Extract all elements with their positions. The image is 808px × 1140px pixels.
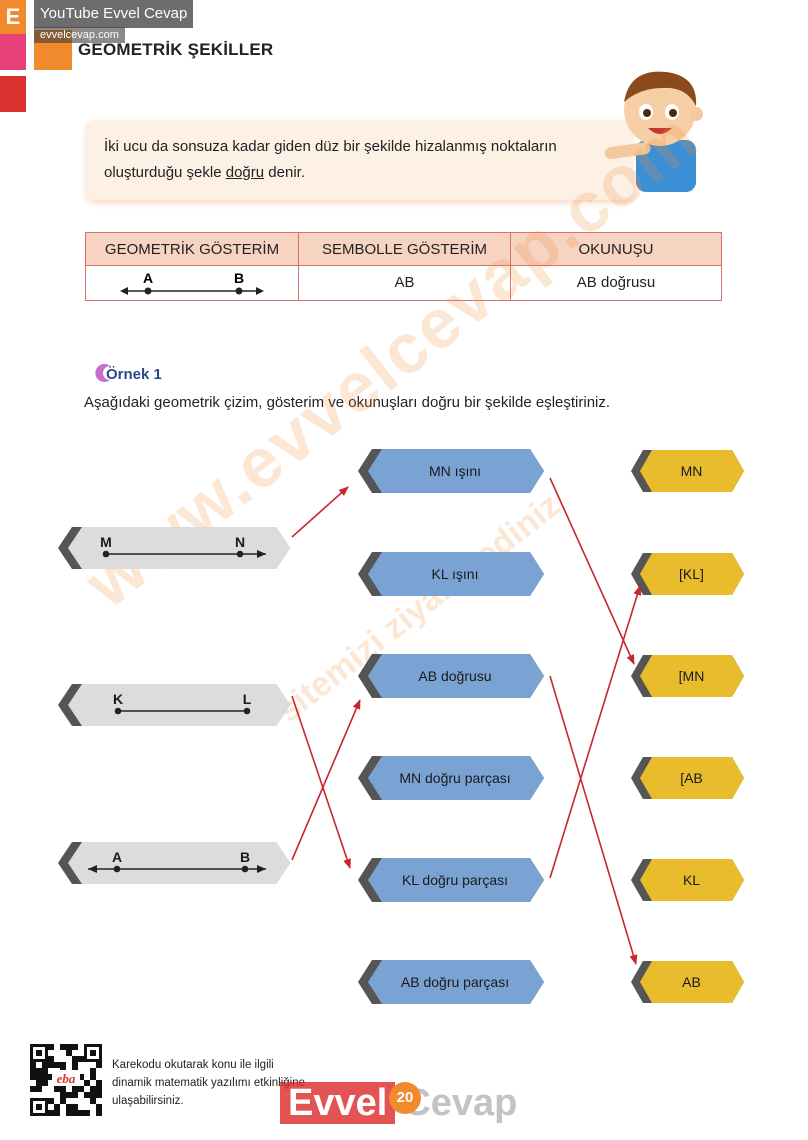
right-tag[interactable]: [KL] — [631, 553, 744, 595]
point-label: A — [112, 849, 122, 865]
point-label: N — [235, 534, 245, 550]
point-label-b: B — [234, 270, 244, 286]
middle-tag[interactable]: KL ışını — [358, 552, 544, 596]
qr-caption: Karekodu okutarak konu ile ilgili dinami… — [112, 1056, 342, 1110]
point-dot — [114, 707, 122, 715]
definition-line-1: İki ucu da sonsuza kadar giden düz bir ş… — [104, 138, 557, 155]
example-icon — [95, 364, 110, 382]
point-dot — [236, 550, 244, 558]
middle-tag[interactable]: AB doğru parçası — [358, 960, 544, 1004]
right-tag-label: AB — [682, 974, 701, 990]
middle-tag-label: AB doğru parçası — [401, 974, 509, 990]
point-dot — [113, 865, 121, 873]
kid-mascot-illustration — [604, 71, 703, 192]
qr-caption-line-3: ulaşabilirsiniz. — [112, 1095, 184, 1107]
right-tag[interactable]: MN — [631, 450, 744, 492]
match-arrow — [549, 585, 642, 879]
right-tag-label: [KL] — [679, 566, 704, 582]
match-arrow — [549, 477, 635, 665]
example-instruction: Aşağıdaki geometrik çizim, gösterim ve o… — [84, 394, 611, 411]
middle-tag-label: MN doğru parçası — [399, 770, 510, 786]
table-cell-reading: AB doğrusu — [576, 274, 656, 291]
symbol-table: GEOMETRİK GÖSTERİM SEMBOLLE GÖSTERİM OKU… — [85, 232, 722, 301]
table-header-symbol: SEMBOLLE GÖSTERİM — [299, 233, 511, 266]
qr-caption-line-2: dinamik matematik yazılımı etkinliğine — [112, 1077, 306, 1089]
line-ab-figure: A B — [120, 270, 264, 295]
point-label: M — [100, 534, 112, 550]
table-cell-figure: A B — [86, 266, 299, 300]
definition-line-2: oluşturduğu şekle doğru denir. — [104, 164, 305, 181]
point-dot — [102, 550, 110, 558]
example-label: Örnek 1 — [106, 366, 162, 383]
right-tag[interactable]: AB — [631, 961, 744, 1003]
match-arrow — [549, 675, 638, 965]
section-tab-letter: E — [0, 0, 26, 34]
middle-tag[interactable]: AB doğrusu — [358, 654, 544, 698]
pink-tab — [0, 34, 26, 70]
middle-tag[interactable]: MN doğru parçası — [358, 756, 544, 800]
arrow-tip-icon — [257, 550, 266, 558]
definition-term: doğru — [225, 164, 265, 181]
right-tag[interactable]: KL — [631, 859, 744, 901]
right-tag[interactable]: [AB — [631, 757, 744, 799]
middle-tag-label: AB doğrusu — [418, 668, 491, 684]
qr-badge: eba — [57, 1071, 76, 1086]
middle-tag-label: MN ışını — [429, 463, 481, 479]
middle-tag-label: KL ışını — [432, 566, 479, 582]
qr-caption-line-1: Karekodu okutarak konu ile ilgili — [112, 1059, 274, 1071]
match-arrow — [291, 486, 349, 538]
definition-box — [86, 120, 632, 200]
point-label: L — [243, 691, 252, 707]
table-header-geometric: GEOMETRİK GÖSTERİM — [86, 233, 299, 266]
page-title: GEOMETRİK ŞEKİLLER — [78, 40, 274, 59]
point-dot — [241, 865, 249, 873]
match-arrow — [291, 699, 361, 861]
table-header-reading: OKUNUŞU — [511, 233, 721, 266]
page-number: 20 — [389, 1082, 421, 1114]
definition-text: İki ucu da sonsuza kadar giden düz bir ş… — [104, 134, 624, 186]
middle-tag[interactable]: KL doğru parçası — [358, 858, 544, 902]
match-arrow — [291, 695, 351, 869]
point-label-a: A — [143, 270, 153, 286]
right-tag[interactable]: [MN — [631, 655, 744, 697]
arrow-tip-icon — [88, 865, 97, 873]
right-tag-label: MN — [681, 463, 703, 479]
middle-tag[interactable]: MN ışını — [358, 449, 544, 493]
right-tag-label: KL — [683, 872, 700, 888]
right-tag-label: [MN — [679, 668, 705, 684]
point-label: B — [240, 849, 250, 865]
red-tab — [0, 76, 26, 112]
qr-code[interactable]: eba — [30, 1044, 102, 1116]
point-dot — [243, 707, 251, 715]
youtube-watermark: YouTube Evvel Cevap — [34, 0, 194, 28]
arrow-tip-icon — [257, 865, 266, 873]
site-watermark: evvelcevap.com — [34, 27, 125, 43]
right-tag-label: [AB — [680, 770, 703, 786]
table-cell-symbol: AB — [299, 266, 511, 300]
point-label: K — [113, 691, 123, 707]
middle-tag-label: KL doğru parçası — [402, 872, 508, 888]
